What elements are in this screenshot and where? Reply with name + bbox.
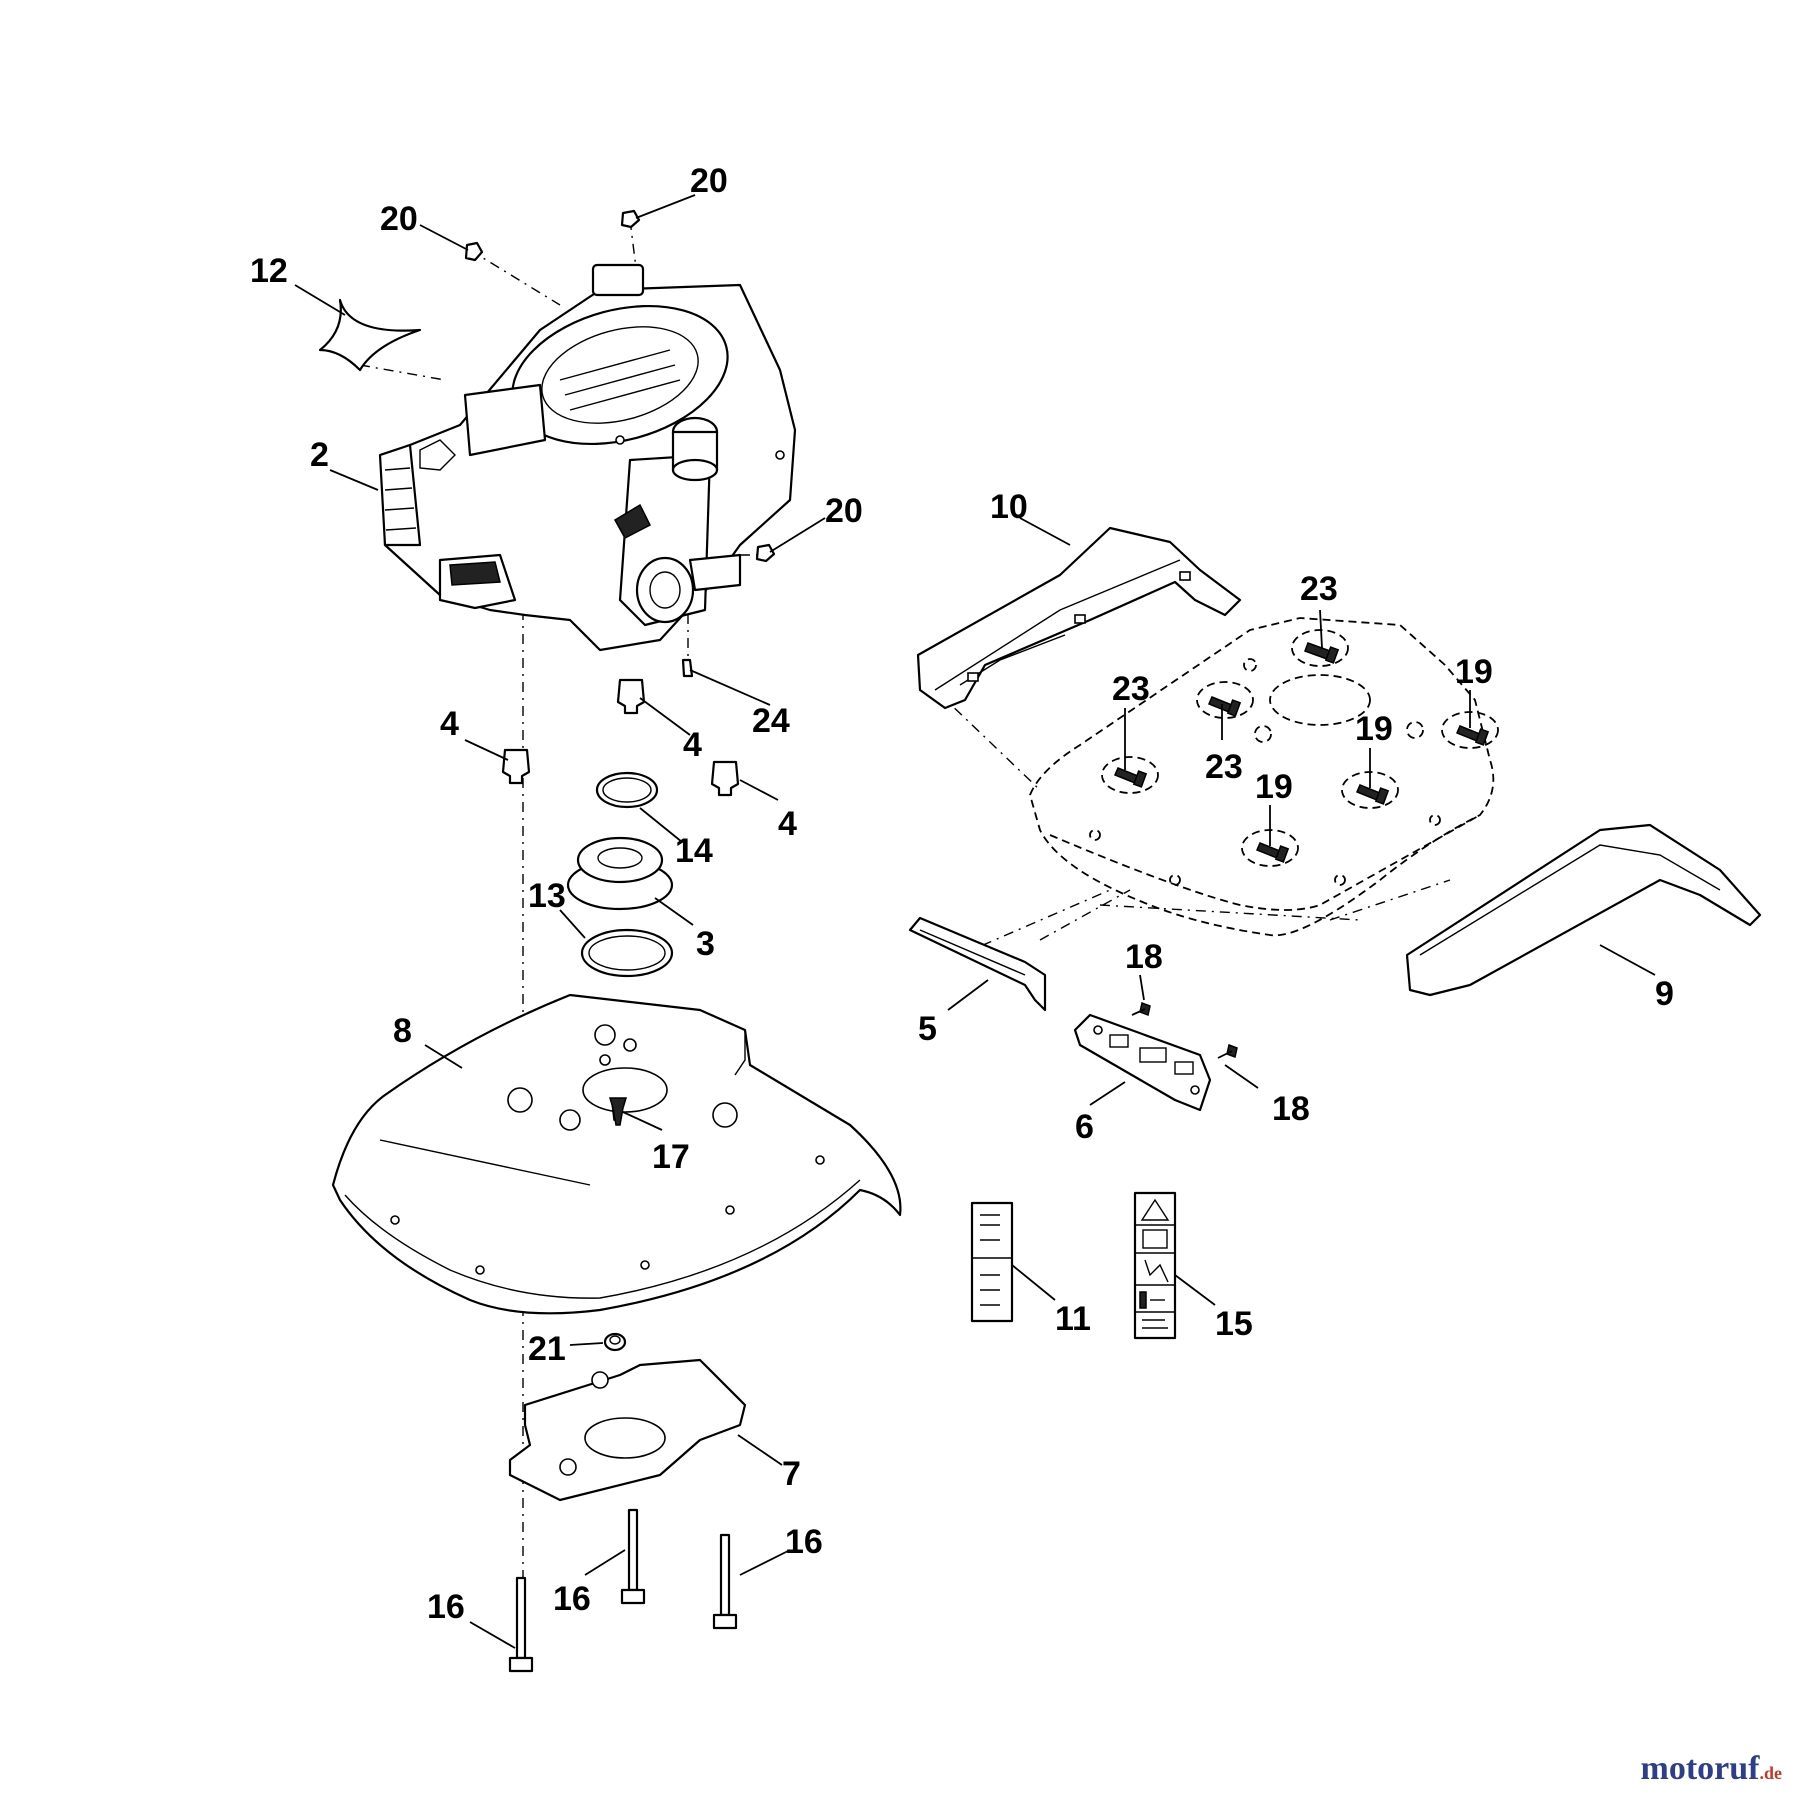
callout-label: 23: [1112, 670, 1150, 708]
rubber-bushes: [501, 678, 740, 797]
callout-label: 19: [1355, 710, 1393, 748]
callout-label: 16: [553, 1580, 591, 1618]
callout-label: 5: [918, 1010, 937, 1048]
callout-label: 4: [440, 705, 459, 743]
base-plate: [508, 1358, 747, 1502]
callout-label: 16: [785, 1523, 823, 1561]
o-ring-small: [595, 771, 659, 809]
callout-label: 19: [1255, 768, 1293, 806]
callout-label: 20: [690, 162, 728, 200]
leader-lines: [294, 194, 1656, 1649]
callout-label: 10: [990, 488, 1028, 526]
callout-label: 23: [1205, 748, 1243, 786]
callout-label: 8: [393, 1012, 412, 1050]
watermark-name: motoruf: [1640, 1750, 1760, 1787]
front-bumper: [1405, 823, 1762, 997]
screw-17: [608, 1097, 628, 1126]
engine: [378, 263, 797, 652]
callout-label: 2: [310, 436, 329, 474]
callout-label: 4: [778, 805, 797, 843]
bolts-23: [1114, 642, 1340, 788]
watermark-logo: motoruf.de: [1641, 1750, 1782, 1788]
chassis-outline: [1029, 617, 1499, 937]
bolts-16: [508, 1508, 738, 1673]
nuts: [464, 209, 776, 563]
callout-label: 18: [1272, 1090, 1310, 1128]
warning-label: [1133, 1191, 1177, 1340]
callout-label: 15: [1215, 1305, 1253, 1343]
pin: [681, 658, 694, 678]
callout-label: 20: [380, 200, 418, 238]
callout-label: 6: [1075, 1108, 1094, 1146]
callout-label: 7: [782, 1455, 801, 1493]
nut-21: [603, 1332, 627, 1352]
handle-clip: [1073, 1013, 1212, 1112]
callout-label: 9: [1655, 975, 1674, 1013]
callout-label: 11: [1055, 1300, 1091, 1338]
screws-18: [1131, 1001, 1238, 1059]
callout-label: 3: [696, 925, 715, 963]
callout-label: 24: [752, 702, 790, 740]
callout-label: 18: [1125, 938, 1163, 976]
engine-cover: [331, 993, 902, 1315]
callout-label: 12: [250, 252, 288, 290]
callout-label: 13: [528, 877, 566, 915]
seal-cup: [566, 836, 674, 911]
star-decal: [318, 298, 422, 372]
callout-label: 19: [1455, 653, 1493, 691]
callout-label: 16: [427, 1588, 465, 1626]
callout-label: 20: [825, 492, 863, 530]
rear-handle: [916, 526, 1242, 710]
instruction-label: [970, 1201, 1014, 1323]
o-ring-large: [580, 928, 674, 978]
bolts-19: [1256, 725, 1490, 863]
callout-label: 17: [652, 1138, 690, 1176]
callout-label: 14: [675, 832, 713, 870]
end-cap: [908, 916, 1047, 1012]
watermark-tld: .de: [1759, 1763, 1783, 1783]
callout-label: 23: [1300, 570, 1338, 608]
callout-label: 21: [528, 1330, 566, 1368]
callout-labels: 20 20 12 2 20 24 4 4 4 14 13 3 8 17 21 7…: [250, 162, 1674, 1626]
callout-label: 4: [683, 726, 702, 764]
